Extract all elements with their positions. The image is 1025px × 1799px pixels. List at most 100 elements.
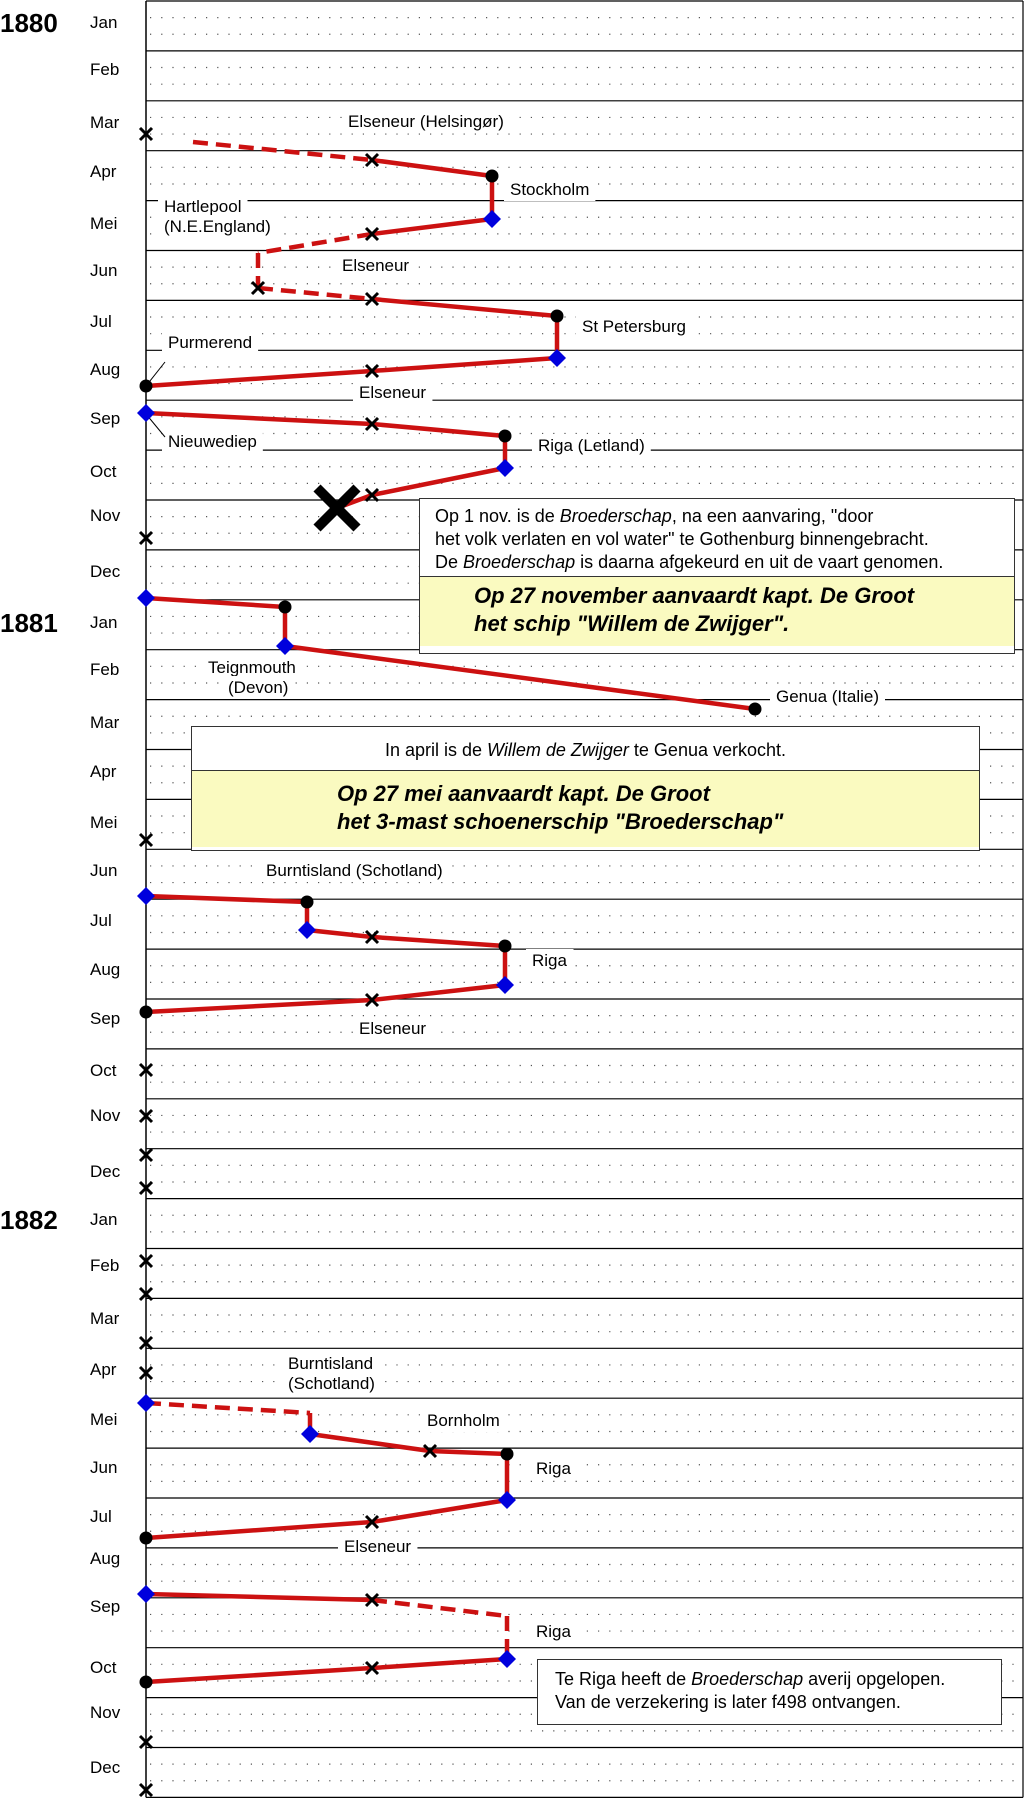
- place-label: Stockholm: [510, 180, 589, 199]
- port-departure-dot: [278, 600, 292, 614]
- cross-stroke: [364, 487, 380, 503]
- note-highlight: Op 27 mei aanvaardt kapt. De Groot het 3…: [192, 770, 979, 847]
- month-label: Oct: [90, 1061, 117, 1080]
- passage-cross-icon: [138, 1062, 154, 1078]
- route-segment: [371, 216, 493, 237]
- route-segment: [145, 410, 373, 427]
- route-segment: [145, 1519, 373, 1541]
- cross-stroke: [138, 1365, 154, 1381]
- month-label: Mar: [90, 713, 120, 732]
- place-label-bg: [202, 656, 302, 679]
- port-departure-dot: [139, 379, 153, 393]
- passage-cross-icon: [250, 280, 266, 296]
- place-label: Riga: [536, 1459, 572, 1478]
- highlight-text: Op 27 mei aanvaardt kapt. De Groot: [337, 781, 710, 806]
- route-segment: [371, 355, 558, 374]
- month-label: Dec: [90, 1162, 121, 1181]
- place-label-bg: [576, 315, 692, 338]
- place-label: Bornholm: [427, 1411, 500, 1430]
- note-damage-1882: Te Riga heeft de Broederschap averij opg…: [537, 1659, 1002, 1725]
- cross-stroke: [138, 1782, 154, 1798]
- place-labels: Elseneur (Helsingør)StockholmHartlepool(…: [145, 110, 885, 1643]
- route-segment: [371, 1497, 508, 1525]
- month-label: Feb: [90, 60, 119, 79]
- passage-cross-icon: [364, 152, 380, 168]
- cross-stroke: [138, 1734, 154, 1750]
- passage-cross-icon: [138, 1180, 154, 1196]
- place-label: Riga: [532, 951, 568, 970]
- cross-stroke: [313, 484, 361, 532]
- route-segment: [371, 934, 506, 949]
- port-departure-dot: [550, 309, 564, 323]
- place-label-bg: [158, 195, 248, 218]
- route-segment: [145, 1591, 373, 1603]
- cross-stroke: [422, 1443, 438, 1459]
- passage-cross-icon: [422, 1443, 438, 1459]
- month-label: Mei: [90, 813, 117, 832]
- port-arrival-diamond: [137, 1394, 155, 1412]
- place-label-bg: [162, 430, 263, 453]
- month-label: Mar: [90, 1309, 120, 1328]
- route-segment: [371, 296, 558, 319]
- place-label-bg: [282, 1352, 380, 1375]
- note-text: Van de verzekering is later f498 ontvang…: [555, 1692, 901, 1712]
- month-label: Jan: [90, 613, 117, 632]
- month-label: Oct: [90, 462, 117, 481]
- passage-cross-icon: [364, 929, 380, 945]
- place-label-bg: [526, 949, 574, 972]
- note-text: , na een aanvaring, "door: [671, 506, 874, 526]
- route-segment-dashed: [192, 139, 373, 163]
- month-label: Jul: [90, 312, 112, 331]
- route-segment: [145, 595, 286, 610]
- route-segment-dashed: [257, 285, 373, 302]
- port-arrival-diamond: [301, 1425, 319, 1443]
- ship-name: Willem de Zwijger: [487, 740, 629, 760]
- port-departure-dot: [139, 1531, 153, 1545]
- cross-stroke: [138, 832, 154, 848]
- note-text: het volk verlaten en vol water" te Gothe…: [435, 529, 929, 549]
- place-label-bg: [353, 381, 433, 404]
- route-segment: [371, 157, 493, 179]
- cross-stroke: [364, 152, 380, 168]
- cross-stroke: [364, 363, 380, 379]
- passage-cross-icon: [138, 530, 154, 546]
- cross-stroke: [138, 126, 154, 142]
- place-label-bg: [342, 110, 510, 133]
- place-label-bg: [770, 685, 885, 708]
- cross-stroke: [138, 1286, 154, 1302]
- cross-stroke: [138, 1335, 154, 1351]
- month-label: Jan: [90, 13, 117, 32]
- port-departure-dot: [498, 939, 512, 953]
- month-label: Aug: [90, 360, 120, 379]
- ship-name: Broederschap: [463, 552, 576, 572]
- cross-stroke: [138, 1108, 154, 1124]
- route-segment: [306, 927, 373, 940]
- port-arrival-diamond: [137, 404, 155, 422]
- month-label: Aug: [90, 1549, 120, 1568]
- passage-cross-icon: [138, 1286, 154, 1302]
- cross-stroke: [364, 416, 380, 432]
- place-label: Purmerend: [168, 333, 252, 352]
- month-label: Feb: [90, 660, 119, 679]
- port-departure-dot: [485, 169, 499, 183]
- route-segment: [284, 643, 756, 712]
- place-label: Elseneur: [344, 1537, 411, 1556]
- passage-cross-icon: [364, 291, 380, 307]
- month-label: Nov: [90, 1703, 121, 1722]
- place-label: Burntisland (Schotland): [266, 861, 443, 880]
- cross-stroke: [364, 291, 380, 307]
- route-segment-dashed: [371, 1597, 508, 1619]
- note-text: De: [435, 552, 464, 572]
- month-label: Feb: [90, 1256, 119, 1275]
- note-text: is daarna afgekeurd en uit de vaart geno…: [575, 552, 944, 572]
- place-label-bg: [504, 178, 596, 201]
- month-label: Jan: [90, 1210, 117, 1229]
- ship-name: Broederschap: [559, 506, 672, 526]
- passage-cross-icon: [138, 1108, 154, 1124]
- month-label: Sep: [90, 1009, 120, 1028]
- passage-cross-icon: [364, 992, 380, 1008]
- place-label-bg: [338, 1535, 418, 1558]
- place-label: (Schotland): [288, 1374, 375, 1393]
- cross-stroke: [138, 530, 154, 546]
- cross-stroke: [364, 1514, 380, 1530]
